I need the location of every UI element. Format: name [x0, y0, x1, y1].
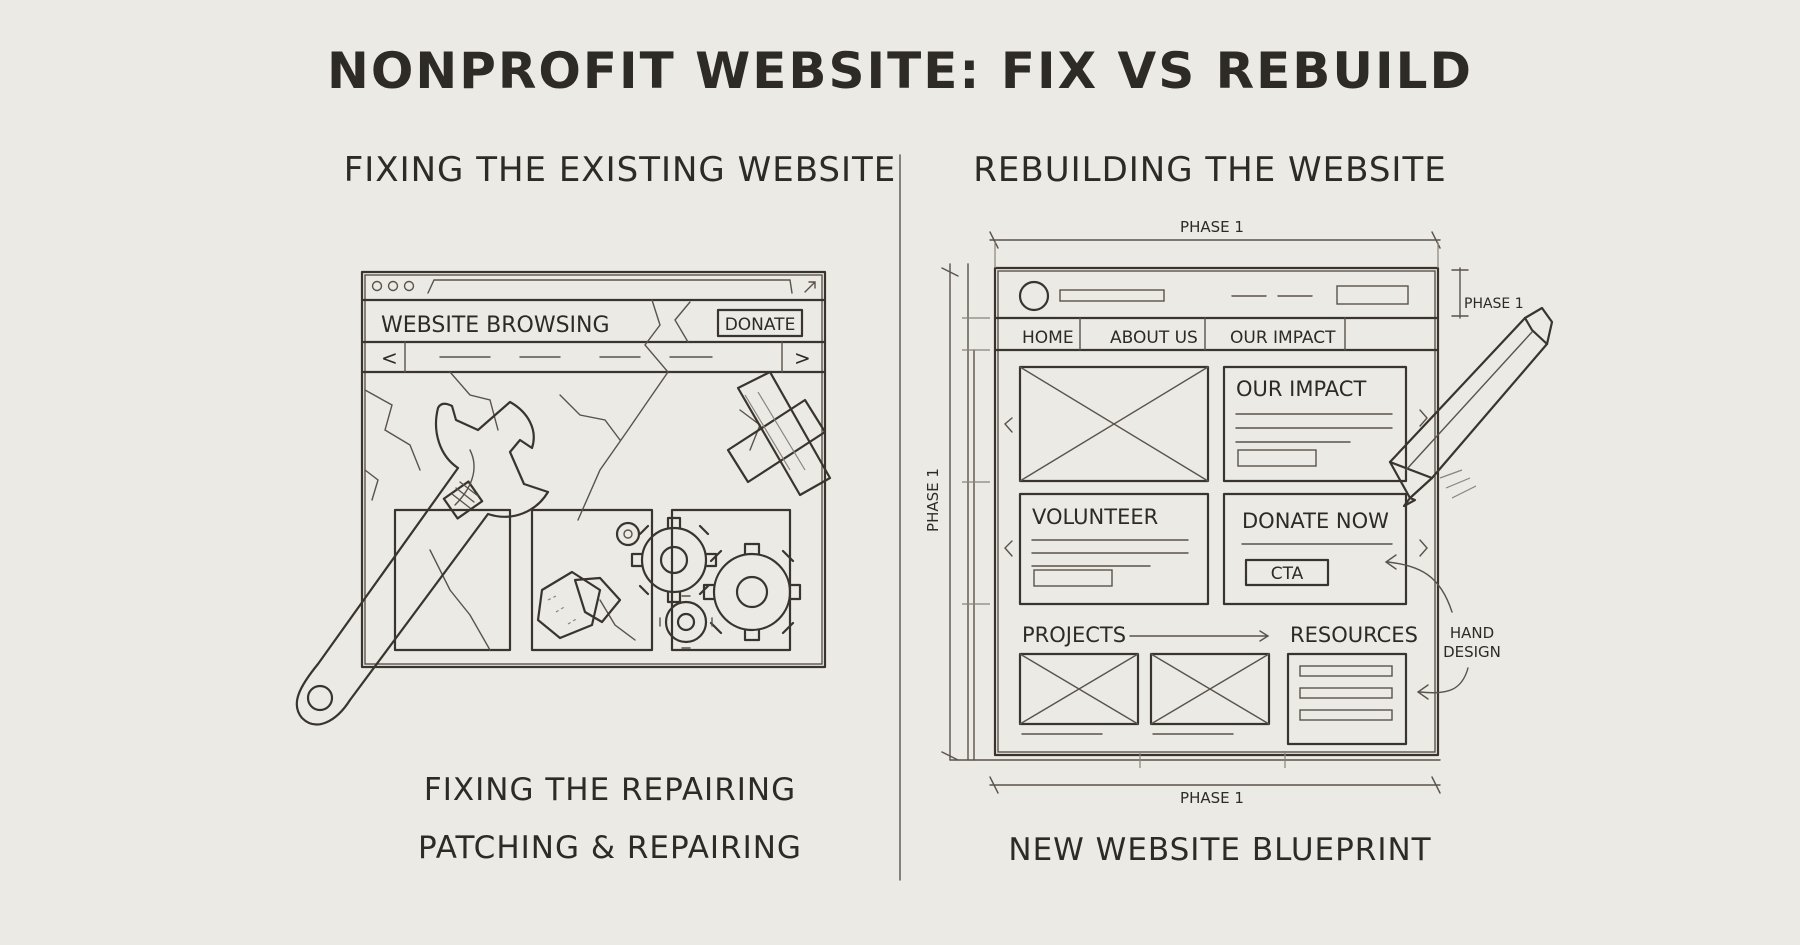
gear-icon: [615, 516, 802, 649]
donate-card: [1222, 492, 1408, 606]
page-title: NONPROFIT WEBSITE: FIX vs REBUILD: [327, 42, 1473, 100]
impact-card-title: OUR IMPACT: [1236, 377, 1366, 401]
hero-image-placeholder: [1018, 365, 1210, 483]
left-caption-line2: PATCHING & REPAIRING: [418, 830, 802, 866]
resources-card: [1286, 652, 1408, 746]
volunteer-card: [1018, 492, 1210, 606]
nav-prev-icon: <: [381, 346, 398, 370]
impact-card: [1222, 365, 1408, 483]
dimension-bottom-label: PHASE 1: [1180, 789, 1244, 807]
project-image-2: [1149, 652, 1271, 726]
project-image-1: [1018, 652, 1140, 726]
donate-button-label: DONATE: [725, 315, 796, 335]
logo-placeholder: [1018, 280, 1050, 312]
dimension-top-label: PHASE 1: [1180, 218, 1244, 236]
window-dot-1: [371, 280, 383, 292]
left-caption-line1: FIXING THE REPAIRING: [423, 772, 797, 808]
volunteer-card-title: VOLUNTEER: [1032, 505, 1158, 529]
donate-card-title: DONATE NOW: [1242, 509, 1389, 533]
wrench-icon: [295, 400, 550, 726]
dimension-left-label: PHASE 1: [924, 468, 942, 532]
right-caption: NEW WEBSITE BLUEPRINT: [1008, 832, 1432, 868]
resources-label: RESOURCES: [1290, 623, 1418, 647]
blueprint-frame: HOME ABOUT US OUR IMPACT OUR IMPACT VOLU…: [993, 266, 1440, 757]
nav-item-impact: OUR IMPACT: [1230, 328, 1336, 348]
nav-item-home: HOME: [1022, 328, 1074, 348]
nav-next-icon: >: [794, 346, 811, 370]
dimension-lines: PHASE 1 PHASE 1 PHASE 1 PHASE 1: [924, 218, 1524, 807]
dimension-right-label: PHASE 1: [1464, 296, 1524, 312]
hand-design-annotation: HAND DESIGN: [1384, 554, 1501, 700]
broken-browser-window: WEBSITE BROWSING DONATE < >: [360, 270, 827, 669]
projects-label: PROJECTS: [1022, 623, 1126, 647]
browser-label: WEBSITE BROWSING: [381, 313, 610, 338]
donate-button: [716, 308, 804, 338]
window-dot-2: [387, 280, 399, 292]
left-heading: FIXING THE EXISTING WEBSITE: [343, 150, 897, 190]
right-heading: REBUILDING THE WEBSITE: [973, 150, 1447, 190]
cta-button: [1244, 558, 1330, 587]
patch-icon: [536, 570, 622, 640]
tape-icon: [726, 370, 832, 497]
annotation-line1: HAND: [1450, 624, 1494, 642]
cta-button-label: CTA: [1271, 564, 1304, 584]
window-dot-3: [403, 280, 415, 292]
annotation-line2: DESIGN: [1443, 643, 1501, 661]
nav-item-about: ABOUT US: [1110, 328, 1198, 348]
pencil-icon: [1388, 306, 1554, 508]
